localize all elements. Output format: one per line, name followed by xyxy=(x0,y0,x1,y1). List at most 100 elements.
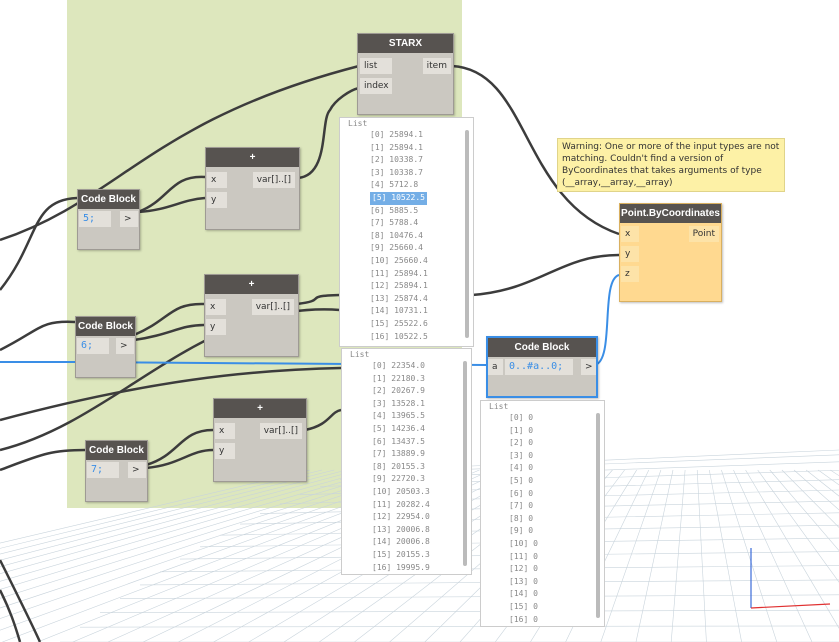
list-item[interactable]: [14] 10731.1 xyxy=(370,305,473,318)
list-item[interactable]: [3] 13528.1 xyxy=(372,398,471,411)
input-port-x[interactable]: x xyxy=(207,172,227,188)
list-item[interactable]: [16] 19995.9 xyxy=(372,562,471,575)
code-editor[interactable]: 5; xyxy=(79,211,111,227)
list-item[interactable]: [4] 5712.8 xyxy=(370,179,473,192)
output-port[interactable]: var[]..[] xyxy=(251,299,294,315)
output-port[interactable]: > xyxy=(120,211,138,227)
watch-list-2[interactable]: List [0] 22354.0[1] 22180.3[2] 20267.9[3… xyxy=(341,348,472,575)
add-node[interactable]: + x y var[]..[] xyxy=(204,274,299,357)
list-item[interactable]: [6] 5885.5 xyxy=(370,205,473,218)
list-item[interactable]: [0] 25894.1 xyxy=(370,129,473,142)
list-item[interactable]: [13] 20006.8 xyxy=(372,524,471,537)
list-item[interactable]: [15] 25522.6 xyxy=(370,318,473,331)
list-item[interactable]: [9] 25660.4 xyxy=(370,242,473,255)
list-item[interactable]: [4] 13965.5 xyxy=(372,410,471,423)
list-item[interactable]: [7] 13889.9 xyxy=(372,448,471,461)
list-item[interactable]: [14] 0 xyxy=(509,588,604,601)
list-item[interactable]: [10] 25660.4 xyxy=(370,255,473,268)
input-port-a[interactable]: a xyxy=(488,359,503,375)
node-title: + xyxy=(206,148,299,167)
list-item[interactable]: [11] 25894.1 xyxy=(370,268,473,281)
input-port-y[interactable]: y xyxy=(215,443,235,459)
list-item[interactable]: [12] 0 xyxy=(509,563,604,576)
input-port-x[interactable]: x xyxy=(206,299,226,315)
input-port-list[interactable]: list xyxy=(360,58,392,74)
list-item[interactable]: [6] 13437.5 xyxy=(372,436,471,449)
input-port-y[interactable]: y xyxy=(206,319,226,335)
input-port-index[interactable]: index xyxy=(360,78,392,94)
starx-node[interactable]: STARX list index item xyxy=(357,33,454,115)
list-item[interactable]: [0] 22354.0 xyxy=(372,360,471,373)
scrollbar[interactable] xyxy=(465,130,469,338)
list-item[interactable]: [11] 0 xyxy=(509,551,604,564)
list-item-value: [1] 25894.1 xyxy=(370,142,423,152)
list-item[interactable]: [6] 0 xyxy=(509,488,604,501)
output-port[interactable]: > xyxy=(128,462,146,478)
scrollbar[interactable] xyxy=(463,361,467,566)
list-item[interactable]: [12] 25894.1 xyxy=(370,280,473,293)
list-item-value: [6] 0 xyxy=(509,488,534,498)
input-port-x[interactable]: x xyxy=(215,423,235,439)
code-editor[interactable]: 6; xyxy=(77,338,109,354)
list-item[interactable]: [8] 20155.3 xyxy=(372,461,471,474)
output-port-item[interactable]: item xyxy=(422,58,451,74)
list-item[interactable]: [13] 25874.4 xyxy=(370,293,473,306)
list-item[interactable]: [3] 0 xyxy=(509,450,604,463)
code-block-node[interactable]: Code Block 7; > xyxy=(85,440,148,502)
list-item[interactable]: [3] 10338.7 xyxy=(370,167,473,180)
list-item[interactable]: [7] 5788.4 xyxy=(370,217,473,230)
output-port-point[interactable]: Point xyxy=(688,226,719,242)
add-node[interactable]: + x y var[]..[] xyxy=(213,398,307,482)
list-item[interactable]: [13] 0 xyxy=(509,576,604,589)
list-item[interactable]: [15] 20155.3 xyxy=(372,549,471,562)
input-port-y[interactable]: y xyxy=(207,192,227,208)
watch-list-3[interactable]: List [0] 0[1] 0[2] 0[3] 0[4] 0[5] 0[6] 0… xyxy=(480,400,605,627)
list-item[interactable]: [7] 0 xyxy=(509,500,604,513)
list-item[interactable]: [2] 20267.9 xyxy=(372,385,471,398)
input-port-z[interactable]: z xyxy=(621,266,639,282)
add-node[interactable]: + x y var[]..[] xyxy=(205,147,300,230)
output-port[interactable]: var[]..[] xyxy=(259,423,302,439)
list-item[interactable]: [11] 20282.4 xyxy=(372,499,471,512)
list-item[interactable]: [8] 0 xyxy=(509,513,604,526)
list-item[interactable]: [4] 0 xyxy=(509,462,604,475)
input-port-x[interactable]: x xyxy=(621,226,639,242)
list-item[interactable]: [1] 25894.1 xyxy=(370,142,473,155)
list-item[interactable]: [10] 0 xyxy=(509,538,604,551)
output-port[interactable]: > xyxy=(116,338,134,354)
list-item[interactable]: [16] 10522.5 xyxy=(370,331,473,344)
list-item[interactable]: [5] 14236.4 xyxy=(372,423,471,436)
code-block-node[interactable]: Code Block 5; > xyxy=(77,189,140,250)
range-code-block-node[interactable]: Code Block a 0..#a..0; > xyxy=(486,336,598,398)
output-port[interactable]: var[]..[] xyxy=(252,172,295,188)
list-item[interactable]: [8] 10476.4 xyxy=(370,230,473,243)
code-editor[interactable]: 7; xyxy=(87,462,119,478)
code-block-node[interactable]: Code Block 6; > xyxy=(75,316,136,378)
list-item[interactable]: [5] 0 xyxy=(509,475,604,488)
list-item-value: [4] 13965.5 xyxy=(372,411,425,421)
list-item[interactable]: [16] 0 xyxy=(509,614,604,627)
list-item[interactable]: [14] 20006.8 xyxy=(372,536,471,549)
wire xyxy=(0,559,42,642)
wire xyxy=(145,448,214,470)
list-item[interactable]: [9] 0 xyxy=(509,525,604,538)
list-item[interactable]: [1] 0 xyxy=(509,425,604,438)
list-item[interactable]: [10] 20503.3 xyxy=(372,486,471,499)
list-item[interactable]: [2] 0 xyxy=(509,437,604,450)
code-editor[interactable]: 0..#a..0; xyxy=(505,359,573,375)
list-item[interactable]: [0] 0 xyxy=(509,412,604,425)
output-port[interactable]: > xyxy=(581,359,596,375)
wire xyxy=(297,86,360,180)
list-item[interactable]: [9] 22720.3 xyxy=(372,473,471,486)
watch-list-1[interactable]: List [0] 25894.1[1] 25894.1[2] 10338.7[3… xyxy=(339,117,474,347)
scrollbar[interactable] xyxy=(596,413,600,618)
list-item[interactable]: [2] 10338.7 xyxy=(370,154,473,167)
list-item[interactable]: [15] 0 xyxy=(509,601,604,614)
list-item[interactable]: [12] 22954.0 xyxy=(372,511,471,524)
list-item[interactable]: [5] 10522.5 xyxy=(370,191,473,205)
list-item-value: [2] 0 xyxy=(509,438,534,448)
wire xyxy=(137,196,206,214)
input-port-y[interactable]: y xyxy=(621,246,639,262)
list-item[interactable]: [1] 22180.3 xyxy=(372,373,471,386)
point-by-coordinates-node[interactable]: Point.ByCoordinates x y z Point xyxy=(619,203,722,302)
